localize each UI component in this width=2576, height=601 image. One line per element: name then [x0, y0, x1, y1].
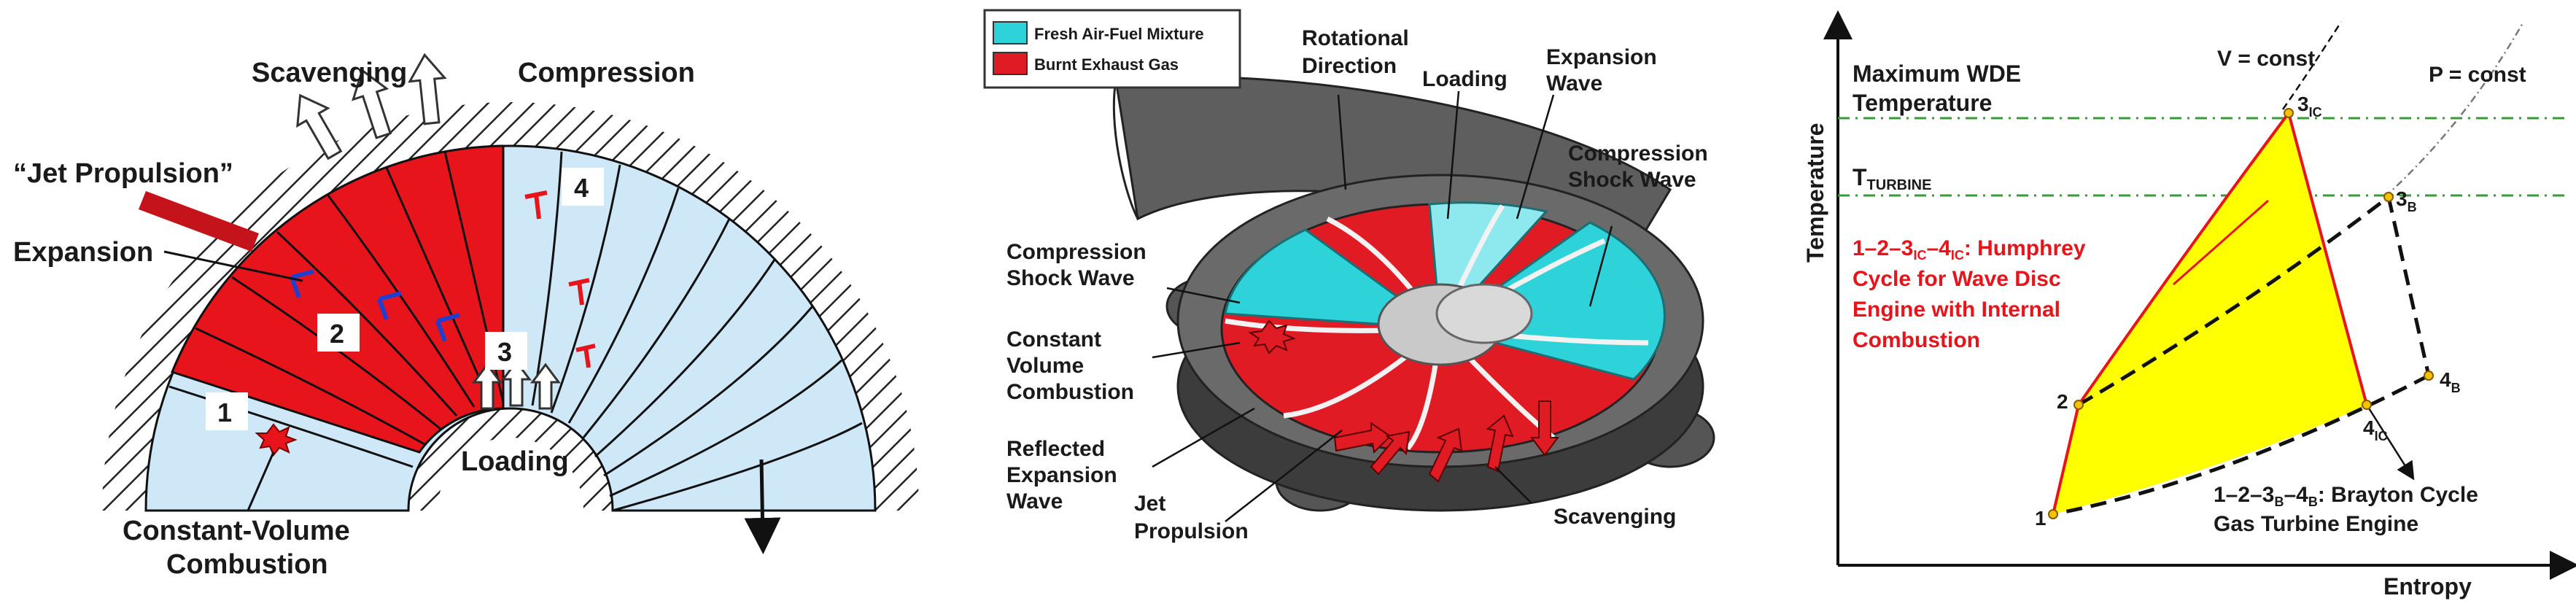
label-jet-2: Propulsion [1134, 519, 1249, 543]
outer-housing-hatch [102, 102, 919, 511]
combustion-star-icon [255, 423, 298, 457]
max-temp-2: Temperature [1853, 90, 1992, 116]
panel-rotor-schematic: 1 2 3 4 “Jet Propulsion” Scavenging Comp… [13, 53, 919, 580]
pt-2: 2 [2057, 390, 2068, 413]
label-rew-3: Wave [1006, 489, 1063, 513]
v-const-curve [2281, 21, 2343, 110]
label-cvc-2: Volume [1006, 354, 1084, 378]
t-turbine: TTURBINE [1853, 164, 1931, 193]
svg-text:Combustion: Combustion [1853, 328, 1980, 352]
label-cvc-1: Constant-Volume [123, 516, 350, 546]
label-csw-left-2: Shock Wave [1006, 266, 1135, 290]
disc-center [1435, 283, 1533, 344]
label-rotational: Rotational [1302, 26, 1409, 50]
cvc-leader [247, 451, 275, 511]
label-scavenging: Scavenging [252, 58, 407, 88]
process-1-2 [2052, 404, 2080, 515]
legend-burnt-swatch [993, 52, 1028, 75]
expansion-wave-markers [290, 269, 460, 343]
v-const-label: V = const [2217, 47, 2315, 71]
loading-arrows [472, 360, 561, 410]
label-csw-right-2: Shock Wave [1568, 168, 1696, 192]
jet-propulsion-arrows [1333, 400, 1559, 483]
humphrey-annotation: 1–2–3IC–4IC: Humphrey Cycle for Wave Dis… [1853, 236, 2086, 352]
brayton-expansion [2386, 196, 2431, 376]
panel-wave-disc-render: Fresh Air-Fuel Mixture Burnt Exhaust Gas… [983, 9, 1715, 543]
label-csw-right-1: Compression [1568, 141, 1708, 166]
x-axis-label: Entropy [2383, 573, 2472, 600]
num-1: 1 [217, 398, 232, 427]
pt-1: 1 [2035, 507, 2047, 530]
num-2: 2 [330, 319, 344, 349]
pt-3ic: 3IC [2297, 93, 2322, 120]
legend-burnt-label: Burnt Exhaust Gas [1034, 55, 1179, 74]
p-const-label: P = const [2429, 63, 2526, 87]
scavenging-arrows [296, 53, 447, 160]
y-axis-label: Temperature [1802, 123, 1828, 263]
label-cvc-1: Constant [1006, 327, 1101, 352]
num-4: 4 [574, 173, 589, 203]
compression-wave-markers [524, 190, 596, 368]
label-compression: Compression [518, 58, 695, 88]
label-expansion-wave-1: Expansion [1546, 45, 1657, 69]
max-temp-1: Maximum WDE [1853, 61, 2021, 87]
label-cvc-3: Combustion [1006, 380, 1134, 404]
humphrey-pointer [2173, 199, 2269, 286]
svg-text:Cycle for Wave Disc: Cycle for Wave Disc [1853, 267, 2061, 291]
state-points [2048, 108, 2434, 519]
pt-4ic: 4IC [2363, 416, 2388, 443]
brayton-compression-heat [2077, 195, 2390, 407]
inner-hub-hatch [408, 408, 613, 511]
number-boxes [206, 168, 604, 430]
label-cvc-2: Combustion [166, 549, 328, 580]
label-loading: Loading [461, 446, 569, 477]
legend-fresh-swatch [993, 21, 1028, 44]
rotor-blades [168, 151, 863, 512]
expansion-leader [163, 250, 303, 282]
humphrey-cycle-area [2053, 113, 2367, 514]
svg-text:1–2–3B–4B: Brayton Cycle: 1–2–3B–4B: Brayton Cycle [2214, 483, 2478, 509]
svg-text:Engine with Internal: Engine with Internal [1853, 298, 2060, 322]
label-expansion-wave-2: Wave [1546, 71, 1602, 96]
brayton-annotation: 1–2–3B–4B: Brayton Cycle Gas Turbine Eng… [2214, 483, 2478, 536]
rotation-arrow [744, 459, 781, 554]
label-loading: Loading [1422, 67, 1508, 91]
label-csw-left-1: Compression [1006, 240, 1147, 264]
label-rew-2: Expansion [1006, 463, 1117, 487]
label-scavenging: Scavenging [1553, 505, 1676, 529]
humphrey-cycle-outline [2077, 109, 2368, 406]
num-3: 3 [497, 337, 512, 367]
combustion-star-icon [1248, 319, 1296, 354]
p-const-curve [2384, 21, 2525, 198]
brayton-rejection [2052, 373, 2430, 516]
label-jet-1: Jet [1134, 492, 1165, 516]
pt-3b: 3B [2396, 187, 2417, 214]
svg-text:1–2–3IC–4IC: Humphrey: 1–2–3IC–4IC: Humphrey [1853, 236, 2086, 263]
pt-4b: 4B [2440, 368, 2461, 395]
svg-text:Gas Turbine Engine: Gas Turbine Engine [2214, 512, 2418, 536]
legend-fresh-label: Fresh Air-Fuel Mixture [1034, 25, 1204, 43]
arrow-to-4ic [2365, 404, 2415, 481]
label-rew-1: Reflected [1006, 437, 1105, 461]
label-jet-propulsion: “Jet Propulsion” [13, 158, 233, 189]
jet-propulsion-arrow [139, 191, 259, 252]
label-expansion: Expansion [13, 237, 153, 268]
panel-ts-diagram: Temperature Entropy 1 2 3IC 3B [1802, 10, 2576, 600]
panel2-leaders [1152, 90, 1613, 522]
label-direction: Direction [1302, 54, 1397, 78]
